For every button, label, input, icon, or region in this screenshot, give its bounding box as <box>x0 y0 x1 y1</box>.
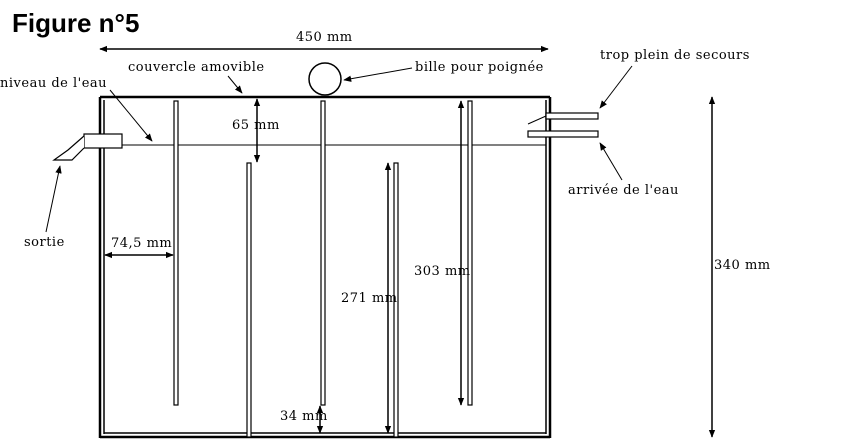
water-inlet-label: arrivée de l'eau <box>568 183 679 198</box>
height-dimension-label: 340 mm <box>714 258 771 273</box>
lid-pointer <box>227 75 243 94</box>
gap-34-label: 34 mm <box>280 409 328 424</box>
overflow-label: trop plein de secours <box>600 48 750 63</box>
water-level-pointer <box>109 89 153 142</box>
width-dimension-label: 450 mm <box>296 30 353 45</box>
tank-body <box>98 95 552 439</box>
outlet-label: sortie <box>24 235 65 250</box>
overflow-pointer <box>599 65 633 109</box>
baffle-3 <box>320 100 326 406</box>
baffle-1 <box>173 100 179 406</box>
lid-label: couvercle amovible <box>128 60 265 75</box>
outlet-pointer <box>45 165 62 233</box>
outlet-pipe <box>52 133 123 161</box>
baffle-5 <box>467 100 473 406</box>
inlet-pipe <box>527 130 599 138</box>
spacing-745-label: 74,5 mm <box>111 236 172 251</box>
water-inlet-pointer <box>599 142 623 181</box>
baffle-303-label: 303 mm <box>414 264 471 279</box>
handle-ball <box>308 62 342 96</box>
baffle-4 <box>393 162 399 438</box>
overflow-pipe <box>527 112 599 125</box>
gap-65-label: 65 mm <box>232 118 280 133</box>
baffle-271-label: 271 mm <box>341 291 398 306</box>
baffle-2 <box>246 162 252 438</box>
handle-ball-label: bille pour poignée <box>415 60 544 75</box>
figure-title: Figure n°5 <box>12 8 139 38</box>
handle-ball-pointer <box>343 67 413 82</box>
water-level-label: niveau de l'eau <box>0 76 107 91</box>
